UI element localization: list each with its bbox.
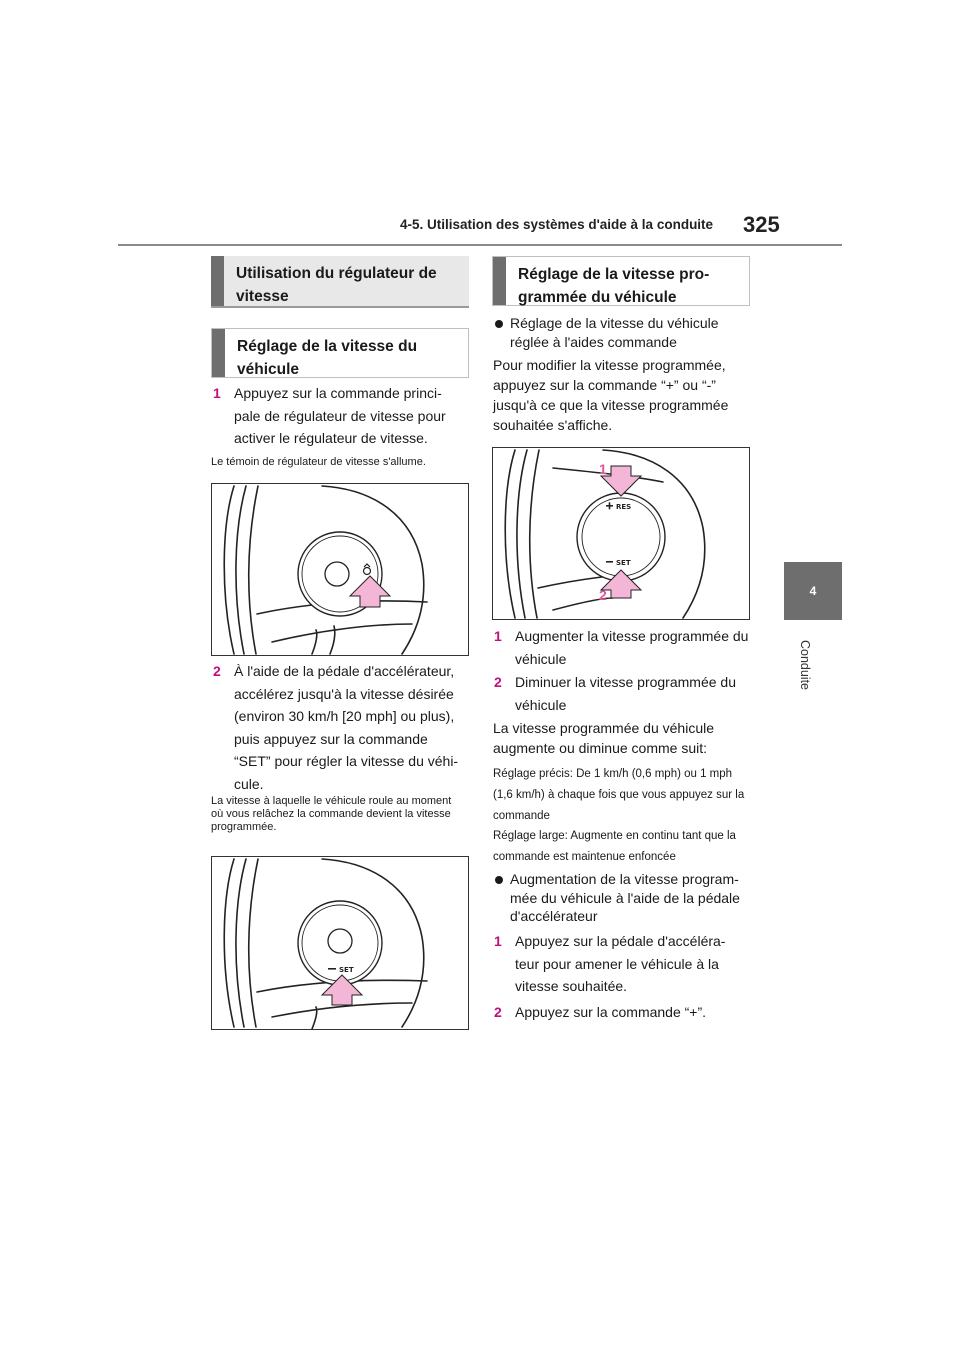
steering-set-illustration: SET bbox=[223, 858, 428, 1029]
main-heading-box: Utilisation du régulateur de vitesse bbox=[211, 256, 469, 308]
callout-1: 1 bbox=[599, 461, 607, 477]
set-label: SET bbox=[339, 966, 354, 974]
step-text: Appuyez sur la commande princi-pale de r… bbox=[234, 385, 446, 446]
steering-switch-illustration bbox=[223, 485, 428, 655]
section-title: 4-5. Utilisation des systèmes d'aide à l… bbox=[400, 217, 714, 232]
step-2-note: La vitesse à laquelle le véhicule roule … bbox=[211, 795, 452, 833]
step-text: Appuyez sur la pédale d'accéléra-teur po… bbox=[515, 933, 726, 994]
figure-main-switch bbox=[211, 483, 469, 656]
bullet-2: Augmentation de la vitesse program-mée d… bbox=[493, 870, 755, 926]
bullet-text: Réglage de la vitesse du véhicule réglée… bbox=[510, 315, 719, 350]
bullet-1: Réglage de la vitesse du véhicule réglée… bbox=[493, 314, 755, 354]
chapter-tab: 4 bbox=[784, 562, 842, 620]
res-label: RES bbox=[616, 503, 631, 511]
step-number: 1 bbox=[494, 933, 502, 949]
right-heading: Réglage de la vitesse pro-grammée du véh… bbox=[518, 266, 710, 306]
header-rule bbox=[118, 244, 842, 246]
heading-bar bbox=[493, 257, 506, 305]
chapter-label-text: Conduite bbox=[798, 639, 812, 691]
note-coarse-adjust: Réglage large: Augmente en continu tant … bbox=[493, 830, 736, 863]
chapter-label: Conduite bbox=[798, 625, 812, 705]
figure-res-set: RES SET 1 2 bbox=[492, 447, 750, 620]
step-text: À l'aide de la pédale d'accélérateur, ac… bbox=[234, 663, 459, 792]
page-number: 325 bbox=[743, 212, 780, 237]
accel-step-2: 2 Appuyez sur la commande “+”. bbox=[494, 1001, 749, 1025]
item-1: 1 Augmenter la vitesse programmée du véh… bbox=[494, 625, 749, 671]
step-1: 1 Appuyez sur la commande princi-pale de… bbox=[213, 382, 463, 452]
bullet-dot bbox=[495, 320, 503, 328]
item-text: Augmenter la vitesse programmée du véhic… bbox=[515, 628, 749, 667]
heading-bar bbox=[211, 256, 224, 306]
step-number: 1 bbox=[213, 385, 221, 401]
step-number: 2 bbox=[494, 1004, 502, 1020]
item-number: 2 bbox=[494, 674, 502, 690]
heading-bar bbox=[212, 329, 225, 377]
sub-heading-box: Réglage de la vitesse du véhicule bbox=[211, 328, 469, 378]
steering-res-set-illustration: RES SET 1 2 bbox=[504, 449, 706, 619]
note-fine-adjust: Réglage précis: De 1 km/h (0,6 mph) ou 1… bbox=[493, 768, 745, 822]
set-label: SET bbox=[616, 559, 631, 567]
step-1-note: Le témoin de régulateur de vitesse s'all… bbox=[211, 456, 426, 468]
paragraph-2: La vitesse programmée du véhicule augmen… bbox=[493, 720, 715, 756]
right-heading-box: Réglage de la vitesse pro-grammée du véh… bbox=[492, 256, 750, 306]
bullet-dot bbox=[495, 876, 503, 884]
paragraph-1: Pour modifier la vitesse programmée, app… bbox=[493, 357, 729, 433]
step-text: Appuyez sur la commande “+”. bbox=[515, 1004, 707, 1020]
step-number: 2 bbox=[213, 663, 221, 679]
item-2: 2 Diminuer la vitesse programmée du véhi… bbox=[494, 671, 749, 717]
sub-heading: Réglage de la vitesse du véhicule bbox=[237, 338, 418, 378]
step-2: 2 À l'aide de la pédale d'accélérateur, … bbox=[213, 660, 463, 792]
main-heading: Utilisation du régulateur de vitesse bbox=[236, 265, 437, 305]
item-number: 1 bbox=[494, 628, 502, 644]
accel-step-1: 1 Appuyez sur la pédale d'accéléra-teur … bbox=[494, 930, 749, 1000]
bullet-text: Augmentation de la vitesse program-mée d… bbox=[510, 871, 740, 924]
item-text: Diminuer la vitesse programmée du véhicu… bbox=[515, 674, 736, 713]
callout-2: 2 bbox=[599, 587, 607, 603]
figure-set-button: SET bbox=[211, 856, 469, 1030]
